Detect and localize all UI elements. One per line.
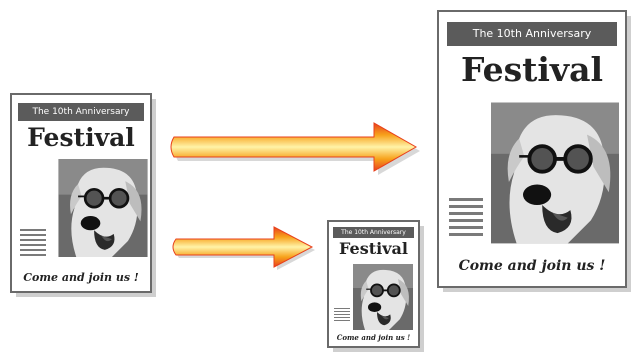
text-lines [449,198,483,236]
poster-tagline: Come and join us ! [439,258,625,274]
text-lines [334,308,350,321]
reduced-poster: The 10th Anniversary Festival Come and j… [327,220,420,348]
poster-banner: The 10th Anniversary [333,227,414,238]
right-arrow-icon [170,222,320,272]
poster-headline: Festival [12,123,150,152]
poster-banner: The 10th Anniversary [18,103,144,121]
dog-photo-icon [353,264,413,330]
dog-photo-icon [57,159,149,257]
poster-tagline: Come and join us ! [329,333,418,342]
right-arrow-icon [168,117,426,177]
poster-tagline: Come and join us ! [12,271,150,284]
original-poster: The 10th Anniversary Festival Come and j… [10,93,152,293]
enlarged-poster: The 10th Anniversary Festival Come and j… [437,10,627,288]
poster-headline: Festival [439,50,625,89]
text-lines [20,229,46,256]
poster-headline: Festival [329,239,418,258]
dog-photo-icon [491,98,619,248]
poster-banner: The 10th Anniversary [447,22,617,46]
